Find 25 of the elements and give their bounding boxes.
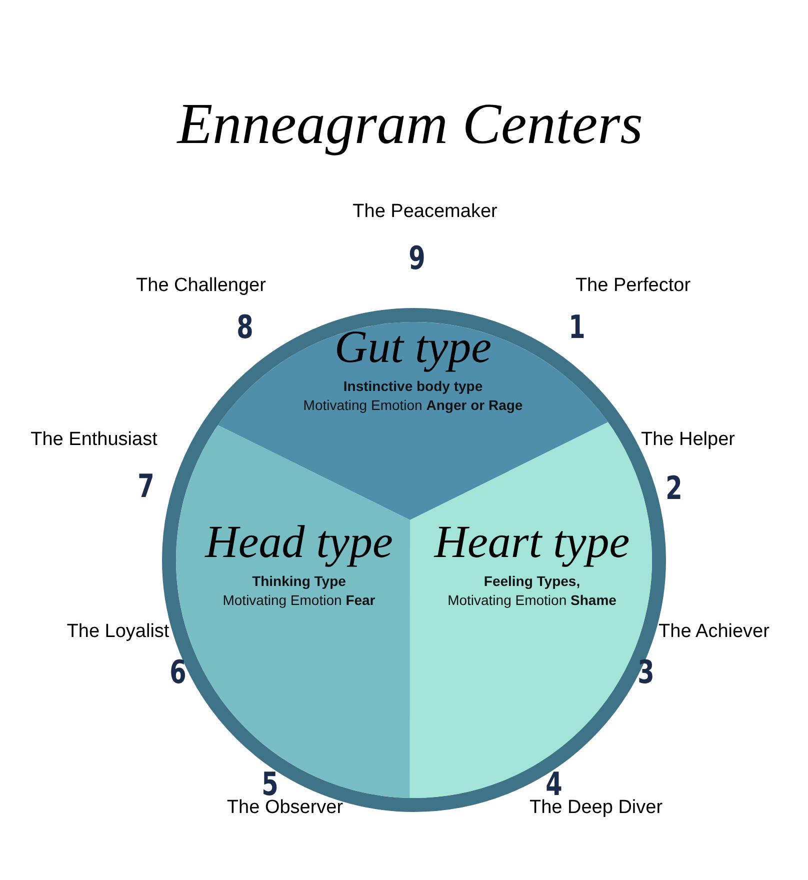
type-number: 6: [170, 652, 186, 693]
type-name: The Achiever: [658, 620, 770, 644]
title: Enneagram Centers: [176, 95, 644, 153]
center-subtitle: Instinctive body type: [343, 376, 483, 396]
type-number: 9: [408, 238, 426, 279]
type-name: The Peacemaker: [352, 200, 498, 224]
type-name: The Perfector: [575, 274, 691, 298]
type-number: 8: [236, 307, 254, 348]
type-number: 2: [666, 468, 682, 509]
emotion-text: Motivating Emotion Anger or Rage: [303, 396, 523, 416]
center-heading: Head type: [205, 517, 393, 568]
center-subtitle: Thinking Type: [252, 572, 346, 591]
emotion-text: Motivating Emotion Shame: [448, 591, 616, 610]
type-name: The Loyalist: [66, 620, 170, 644]
center-heading: Heart type: [434, 517, 630, 568]
center-heading: Gut type: [334, 322, 492, 373]
type-number: 1: [568, 307, 586, 348]
type-name: The Challenger: [136, 274, 266, 298]
emotion-text: Motivating Emotion Fear: [222, 591, 376, 610]
type-number: 3: [638, 652, 654, 693]
type-name: The Helper: [641, 428, 735, 452]
center-subtitle: Feeling Types,: [484, 572, 580, 591]
type-name: The Enthusiast: [30, 428, 158, 452]
type-number: 7: [138, 466, 154, 507]
type-name: The Deep Diver: [529, 796, 663, 820]
